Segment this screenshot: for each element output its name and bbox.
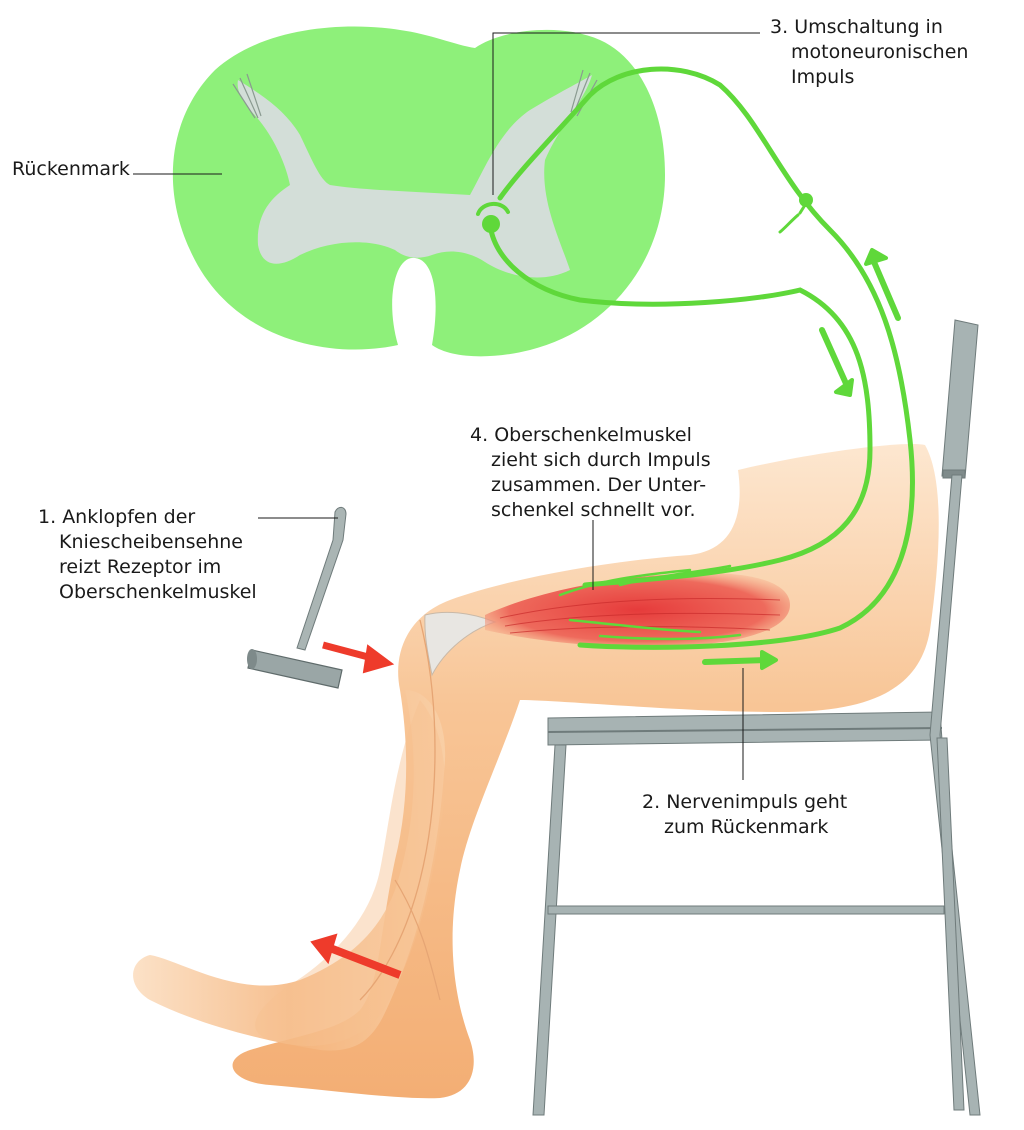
hammer-handle [296, 506, 347, 651]
leader-lines [133, 32, 760, 780]
step2-line1: Nervenimpuls geht [666, 791, 848, 813]
step4-line3: zusammen. Der Unter- [491, 474, 707, 496]
ganglion-cell [799, 193, 813, 207]
step4-line1: Oberschenkelmuskel [494, 424, 692, 446]
step4-label: 4. Oberschenkelmuskel zieht sich durch I… [470, 423, 711, 523]
step3-line1: Umschaltung in [794, 16, 943, 38]
step2-line2: zum Rückenmark [664, 816, 829, 838]
spinal-cord-section [172, 26, 665, 357]
step4-line2: zieht sich durch Impuls [491, 449, 711, 471]
reflex-hammer [247, 506, 347, 689]
arrow-down [819, 327, 851, 391]
chair-back-post [941, 319, 979, 479]
motor-nerve [487, 222, 873, 588]
step1-label: 1. Anklopfen der Kniescheibensehne reizt… [38, 505, 257, 605]
sensory-nerve [497, 66, 915, 650]
spinal-cord-label: Rückenmark [12, 157, 130, 182]
step4-number: 4. [470, 424, 489, 446]
step2-number: 2. [642, 791, 661, 813]
step2-label: 2. Nervenimpuls geht zum Rückenmark [642, 790, 847, 840]
arrow-up [871, 259, 901, 321]
chair-rear-leg [929, 474, 981, 1116]
step3-label: 3. Umschaltung in motoneuronischen Impul… [770, 15, 968, 90]
motor-neuron-body [482, 215, 500, 233]
red-arrows [310, 641, 402, 979]
nerve-pathways [476, 66, 915, 670]
kick-arrow [328, 944, 402, 979]
chair [532, 319, 981, 1116]
step1-number: 1. [38, 506, 57, 528]
grey-matter [237, 75, 592, 278]
synapse-ending [476, 202, 510, 216]
step1-line3: reizt Rezeptor im [59, 556, 222, 578]
spinal-cord-text: Rückenmark [12, 158, 130, 180]
step1-line1: Anklopfen der [62, 506, 196, 528]
step1-line2: Kniescheibensehne [59, 531, 243, 553]
step1-line4: Oberschenkelmuskel [59, 581, 257, 603]
step3-line2: motoneuronischen [791, 41, 969, 63]
arrow-right [702, 657, 768, 665]
hammer-head [247, 649, 343, 689]
step3-line3: Impuls [791, 66, 855, 88]
step3-number: 3. [770, 16, 789, 38]
step4-line4: schenkel schnellt vor. [491, 499, 696, 521]
lower-leg-ghost [255, 700, 445, 1046]
chair-crossbar [547, 905, 945, 915]
chair-front-leg-left [532, 744, 567, 1116]
tap-arrow [322, 641, 373, 662]
chair-front-leg-right [936, 737, 965, 1111]
